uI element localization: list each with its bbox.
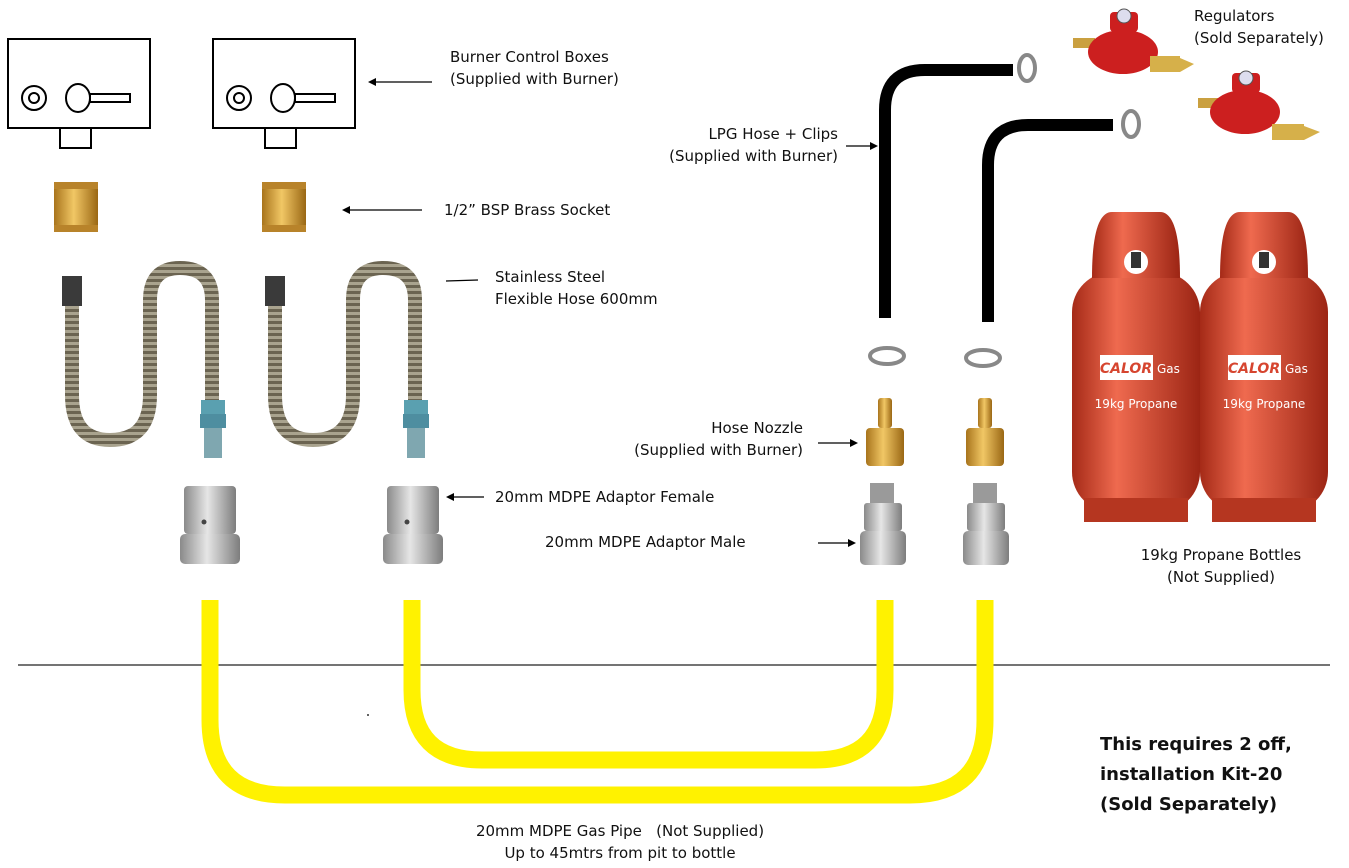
- label-control-boxes: Burner Control Boxes (Supplied with Burn…: [450, 46, 619, 90]
- gas-pipe-inner: [403, 600, 894, 769]
- bottle-brand: CALOR: [1100, 361, 1152, 377]
- lpg-hose-left: [879, 64, 1013, 318]
- control-box-left: [7, 38, 151, 149]
- bottle-brand-suffix: Gas: [1285, 362, 1308, 376]
- label-line: (Not Supplied): [1167, 568, 1275, 586]
- arrow-brass-socket: [342, 206, 422, 214]
- hose-clip-top-left: [1017, 53, 1037, 83]
- arrow-adaptor-female: [446, 493, 484, 501]
- hose-clip-top-right: [1121, 109, 1141, 139]
- gas-pipe-outer: [201, 600, 994, 804]
- label-line: Burner Control Boxes: [450, 48, 609, 66]
- label-line: Up to 45mtrs from pit to bottle: [504, 844, 736, 862]
- brass-socket-right: [262, 182, 306, 232]
- hose-clip-right: [964, 348, 1002, 368]
- label-line: 20mm MDPE Gas Pipe (Not Supplied): [475, 822, 765, 840]
- bottle-product: 19kg Propane: [1223, 397, 1306, 411]
- adaptor-male-left: [860, 483, 906, 565]
- label-line: Regulators: [1194, 7, 1275, 25]
- label-bottles: 19kg Propane Bottles (Not Supplied): [1114, 544, 1328, 588]
- arrow-lpg-hose: [846, 142, 878, 150]
- hose-nozzle-right: [966, 398, 1004, 466]
- label-brass-socket: 1/2” BSP Brass Socket: [444, 201, 611, 219]
- kit-note: This requires 2 off, installation Kit-20…: [1100, 730, 1292, 820]
- hose-nozzle-left: [866, 398, 904, 466]
- regulator-top: [1073, 8, 1194, 74]
- label-adaptor-female: 20mm MDPE Adaptor Female: [495, 488, 715, 506]
- note-line: This requires 2 off,: [1100, 734, 1292, 755]
- label-line: Stainless Steel: [495, 268, 606, 286]
- label-lpg-hose: LPG Hose + Clips (Supplied with Burner): [669, 123, 838, 167]
- regulator-bottom: [1198, 70, 1320, 140]
- label-gas-pipe: 20mm MDPE Gas Pipe (Not Supplied) Up to …: [420, 820, 820, 864]
- label-line: (Supplied with Burner): [450, 70, 619, 88]
- label-line: (Sold Separately): [1194, 29, 1324, 47]
- label-line: (Supplied with Burner): [669, 147, 838, 165]
- note-line: installation Kit-20: [1100, 764, 1283, 785]
- propane-bottle-right: CALOR Gas 19kg Propane: [1200, 212, 1328, 522]
- arrow-hose-nozzle: [818, 439, 858, 447]
- flexible-hose-left: [62, 260, 226, 458]
- label-line: LPG Hose + Clips: [708, 125, 838, 143]
- control-box-right: [212, 38, 356, 149]
- label-line: (Supplied with Burner): [634, 441, 803, 459]
- propane-bottle-left: CALOR Gas 19kg Propane: [1072, 212, 1200, 522]
- hose-clip-left: [868, 346, 906, 366]
- lpg-hose-right: [982, 119, 1113, 322]
- adaptor-female-right: [383, 486, 443, 564]
- arrow-control-boxes: [368, 78, 432, 86]
- brass-socket-left: [54, 182, 98, 232]
- adaptor-male-right: [963, 483, 1009, 565]
- bottle-product: 19kg Propane: [1095, 397, 1178, 411]
- bottle-brand-suffix: Gas: [1157, 362, 1180, 376]
- bottle-brand: CALOR: [1228, 361, 1280, 377]
- note-line: (Sold Separately): [1100, 794, 1278, 815]
- arrow-adaptor-male: [818, 539, 856, 547]
- label-adaptor-male: 20mm MDPE Adaptor Male: [545, 533, 746, 551]
- label-hose-nozzle: Hose Nozzle (Supplied with Burner): [634, 417, 803, 461]
- label-steel-hose: Stainless Steel Flexible Hose 600mm: [495, 266, 658, 310]
- label-line: 19kg Propane Bottles: [1140, 546, 1302, 564]
- label-line: Hose Nozzle: [711, 419, 803, 437]
- adaptor-female-left: [180, 486, 240, 564]
- speck: [367, 714, 369, 716]
- line-steel-hose: [445, 279, 479, 282]
- label-line: Flexible Hose 600mm: [495, 290, 658, 308]
- flexible-hose-right: [265, 260, 429, 458]
- label-regulators: Regulators (Sold Separately): [1194, 5, 1324, 49]
